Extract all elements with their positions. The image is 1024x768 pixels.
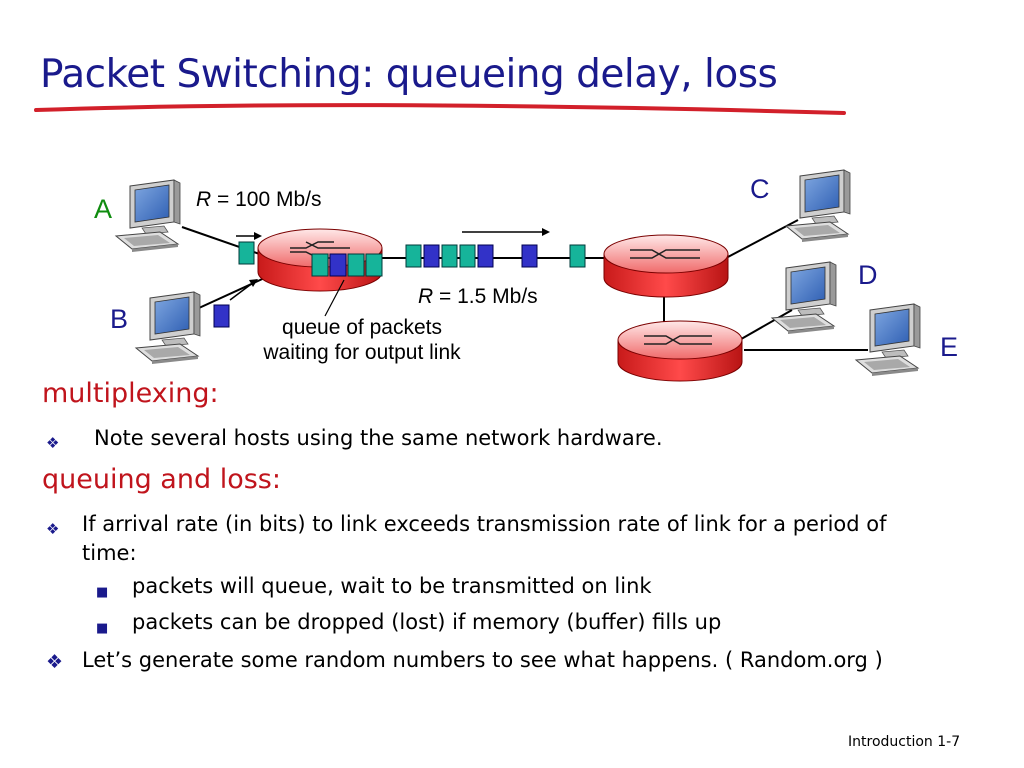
title-underline	[34, 103, 846, 115]
host-d-computer	[771, 261, 837, 335]
queue-note-line1: queue of packets	[282, 316, 442, 339]
diamond-bullet-icon: ❖	[46, 434, 60, 452]
queue-pointer	[324, 279, 345, 317]
packets	[213, 241, 586, 328]
router-right	[603, 234, 729, 298]
host-b-label: B	[110, 304, 129, 334]
host-d-label: D	[858, 260, 878, 290]
section-multiplexing: multiplexing:	[42, 378, 219, 409]
network-diagram	[115, 169, 921, 382]
router-bottom	[617, 320, 743, 382]
diamond-bullet-icon: ❖	[46, 520, 60, 538]
arrow-link	[462, 228, 550, 236]
host-e-computer	[855, 303, 921, 377]
bullet-arrival-rate: ❖ If arrival rate (in bits) to link exce…	[46, 510, 982, 568]
bullet-multiplexing: ❖ Note several hosts using the same netw…	[46, 424, 663, 453]
sub-bullet-dropped-text: packets can be dropped (lost) if memory …	[132, 610, 722, 634]
rate-access-symbol: R	[196, 188, 212, 211]
queue-note: queue of packets waiting for output link	[236, 315, 488, 365]
arrow-a	[236, 232, 262, 240]
sub-bullet-queue-text: packets will queue, wait to be transmitt…	[132, 574, 652, 598]
sub-bullet-dropped: ■ packets can be dropped (lost) if memor…	[96, 608, 722, 637]
bullet-random-numbers-text: Let’s generate some random numbers to se…	[82, 648, 883, 672]
host-a-computer	[115, 179, 181, 253]
square-bullet-icon: ■	[96, 585, 109, 600]
host-c-label: C	[750, 174, 770, 204]
bullet-random-numbers: ❖ Let’s generate some random numbers to …	[46, 646, 883, 675]
host-a-label: A	[94, 194, 113, 224]
rate-link-value: = 1.5 Mb/s	[439, 285, 538, 308]
bullet-arrival-rate-line1: If arrival rate (in bits) to link exceed…	[82, 512, 887, 536]
sub-bullet-queue: ■ packets will queue, wait to be transmi…	[96, 572, 652, 601]
section-queuing-and-loss: queuing and loss:	[42, 464, 281, 495]
bullet-multiplexing-text: Note several hosts using the same networ…	[94, 426, 663, 450]
slide-title: Packet Switching: queueing delay, loss	[40, 52, 778, 97]
square-bullet-icon: ■	[96, 621, 109, 636]
queue-note-line2: waiting for output link	[263, 341, 461, 364]
rate-access-value: = 100 Mb/s	[217, 188, 322, 211]
rate-link-symbol: R	[418, 285, 434, 308]
slide-footer: Introduction 1-7	[848, 734, 961, 750]
rate-link-label: R = 1.5 Mb/s	[418, 285, 538, 309]
bullet-arrival-rate-line2: time:	[82, 541, 137, 565]
diamond-bullet-icon: ❖	[46, 651, 64, 673]
arrow-b	[229, 279, 258, 301]
host-e-label: E	[940, 332, 959, 362]
host-c-computer	[785, 169, 851, 243]
rate-access-label: R = 100 Mb/s	[196, 188, 322, 212]
host-b-computer	[135, 291, 201, 365]
